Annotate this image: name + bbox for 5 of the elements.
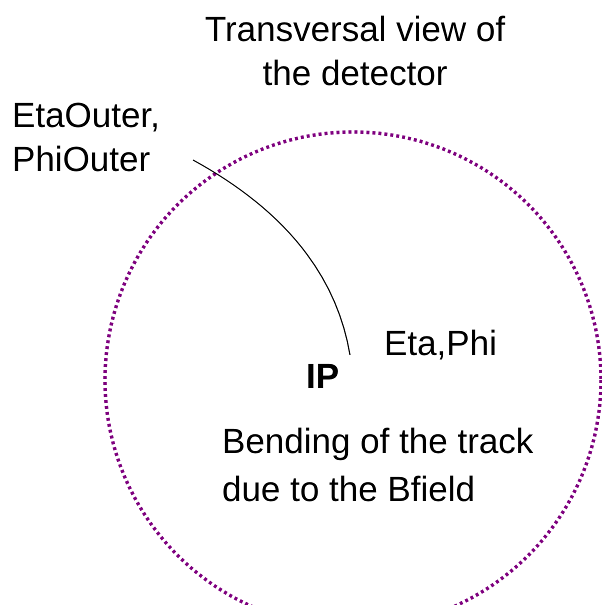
note: Bending of the track due to the Bfield [222, 421, 534, 511]
vertex-label: Eta,Phi [384, 323, 497, 365]
track-endpoint-label: EtaOuter, PhiOuter [12, 95, 161, 181]
ip-label: IP [306, 356, 340, 398]
title: Transversal view of the detector [204, 9, 506, 95]
